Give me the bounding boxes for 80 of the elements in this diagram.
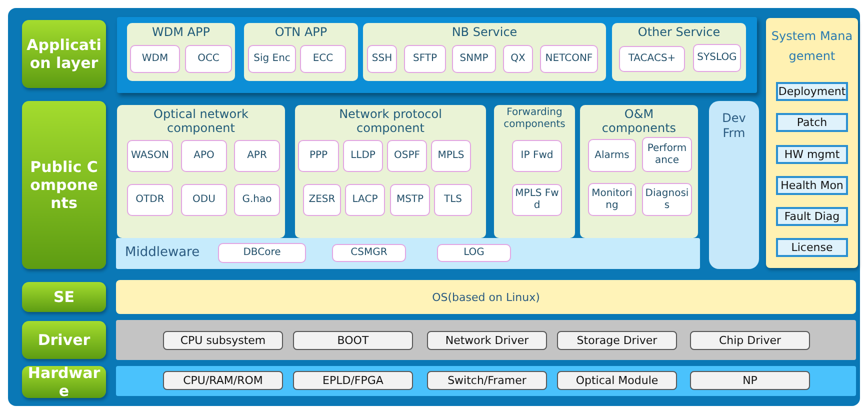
component-group [244, 23, 358, 81]
module-box: SSH [367, 45, 397, 73]
component-group [127, 23, 235, 81]
module-box: SNMP [452, 45, 496, 73]
module-box: Deployment [776, 82, 848, 101]
module-box: CSMGR [332, 244, 406, 262]
module-box: APR [234, 140, 280, 172]
module-box: G.hao [234, 184, 280, 216]
module-box: EPLD/FPGA [293, 371, 413, 390]
module-box: Storage Driver [557, 331, 677, 350]
group-title: O&M components [600, 107, 678, 135]
module-box: BOOT [293, 331, 413, 350]
module-box: Sig Enc [248, 45, 296, 73]
module-box: SYSLOG [693, 44, 741, 72]
layer-band [116, 320, 856, 360]
component-group [612, 23, 746, 81]
module-box: ZESR [303, 184, 341, 216]
module-box: Chip Driver [690, 331, 810, 350]
group-title: Other Service [636, 25, 722, 39]
panel-title: System Management [770, 28, 854, 65]
layer-tab: SE [22, 282, 106, 312]
group-title: OTN APP [274, 25, 328, 39]
module-box: LLDP [343, 140, 383, 172]
module-box: MPLS [431, 140, 471, 172]
module-box: Health Mon [776, 176, 848, 195]
module-box: Switch/Framer [427, 371, 547, 390]
layer-panel [117, 17, 757, 93]
module-box: LACP [345, 184, 385, 216]
module-box: OSPF [387, 140, 427, 172]
module-box: TLS [434, 184, 472, 216]
module-box: HW mgmt [776, 145, 848, 164]
layer-band [116, 366, 856, 396]
module-box: Patch [776, 113, 848, 132]
component-group [363, 23, 606, 81]
module-box: IP Fwd [512, 140, 562, 172]
module-box: Performance [642, 137, 692, 172]
module-box: Alarms [588, 139, 636, 172]
side-panel [766, 18, 858, 268]
bar-title: Middleware [125, 245, 200, 261]
group-title: WDM APP [151, 25, 211, 39]
module-box: APO [181, 140, 227, 172]
component-group [494, 105, 575, 238]
module-box: WASON [127, 140, 173, 172]
module-box: OTDR [127, 184, 173, 216]
framework-bar: Dev Frm [709, 101, 759, 269]
module-box: Fault Diag [776, 207, 848, 226]
module-box: PPP [298, 140, 339, 172]
module-box: CPU/RAM/ROM [163, 371, 283, 390]
module-box: TACACS+ [619, 46, 685, 72]
component-group [295, 105, 486, 238]
module-box: DBCore [218, 243, 306, 263]
module-box: CPU subsystem [163, 331, 283, 350]
module-box: Network Driver [427, 331, 547, 350]
module-box: License [776, 238, 848, 257]
module-box: Monitoring [588, 183, 636, 216]
module-box: WDM [130, 45, 180, 73]
module-box: ODU [181, 184, 227, 216]
module-box: OCC [185, 45, 232, 73]
layer-tab: Hardware [22, 366, 106, 398]
layer-tab: Public Components [22, 101, 106, 269]
module-box: NP [690, 371, 810, 390]
module-box: Diagnosis [642, 183, 692, 216]
os-bar: OS(based on Linux) [116, 280, 856, 314]
module-box: MPLS Fwd [512, 184, 562, 216]
component-group [580, 105, 698, 238]
module-box: NETCONF [540, 45, 598, 73]
module-box: MSTP [390, 184, 430, 216]
group-title: NB Service [450, 25, 518, 39]
module-box: ECC [300, 45, 346, 73]
module-box: LOG [437, 244, 511, 262]
middleware-bar [116, 238, 700, 269]
module-box: QX [503, 45, 533, 73]
component-group [117, 105, 285, 238]
layer-tab: Application layer [22, 20, 106, 88]
group-title: Optical network component [152, 107, 250, 135]
module-box: SFTP [404, 45, 446, 73]
group-title: Network protocol component [338, 107, 443, 135]
group-title: Forwarding components [502, 107, 566, 131]
layer-tab: Driver [22, 321, 106, 359]
module-box: Optical Module [557, 371, 677, 390]
